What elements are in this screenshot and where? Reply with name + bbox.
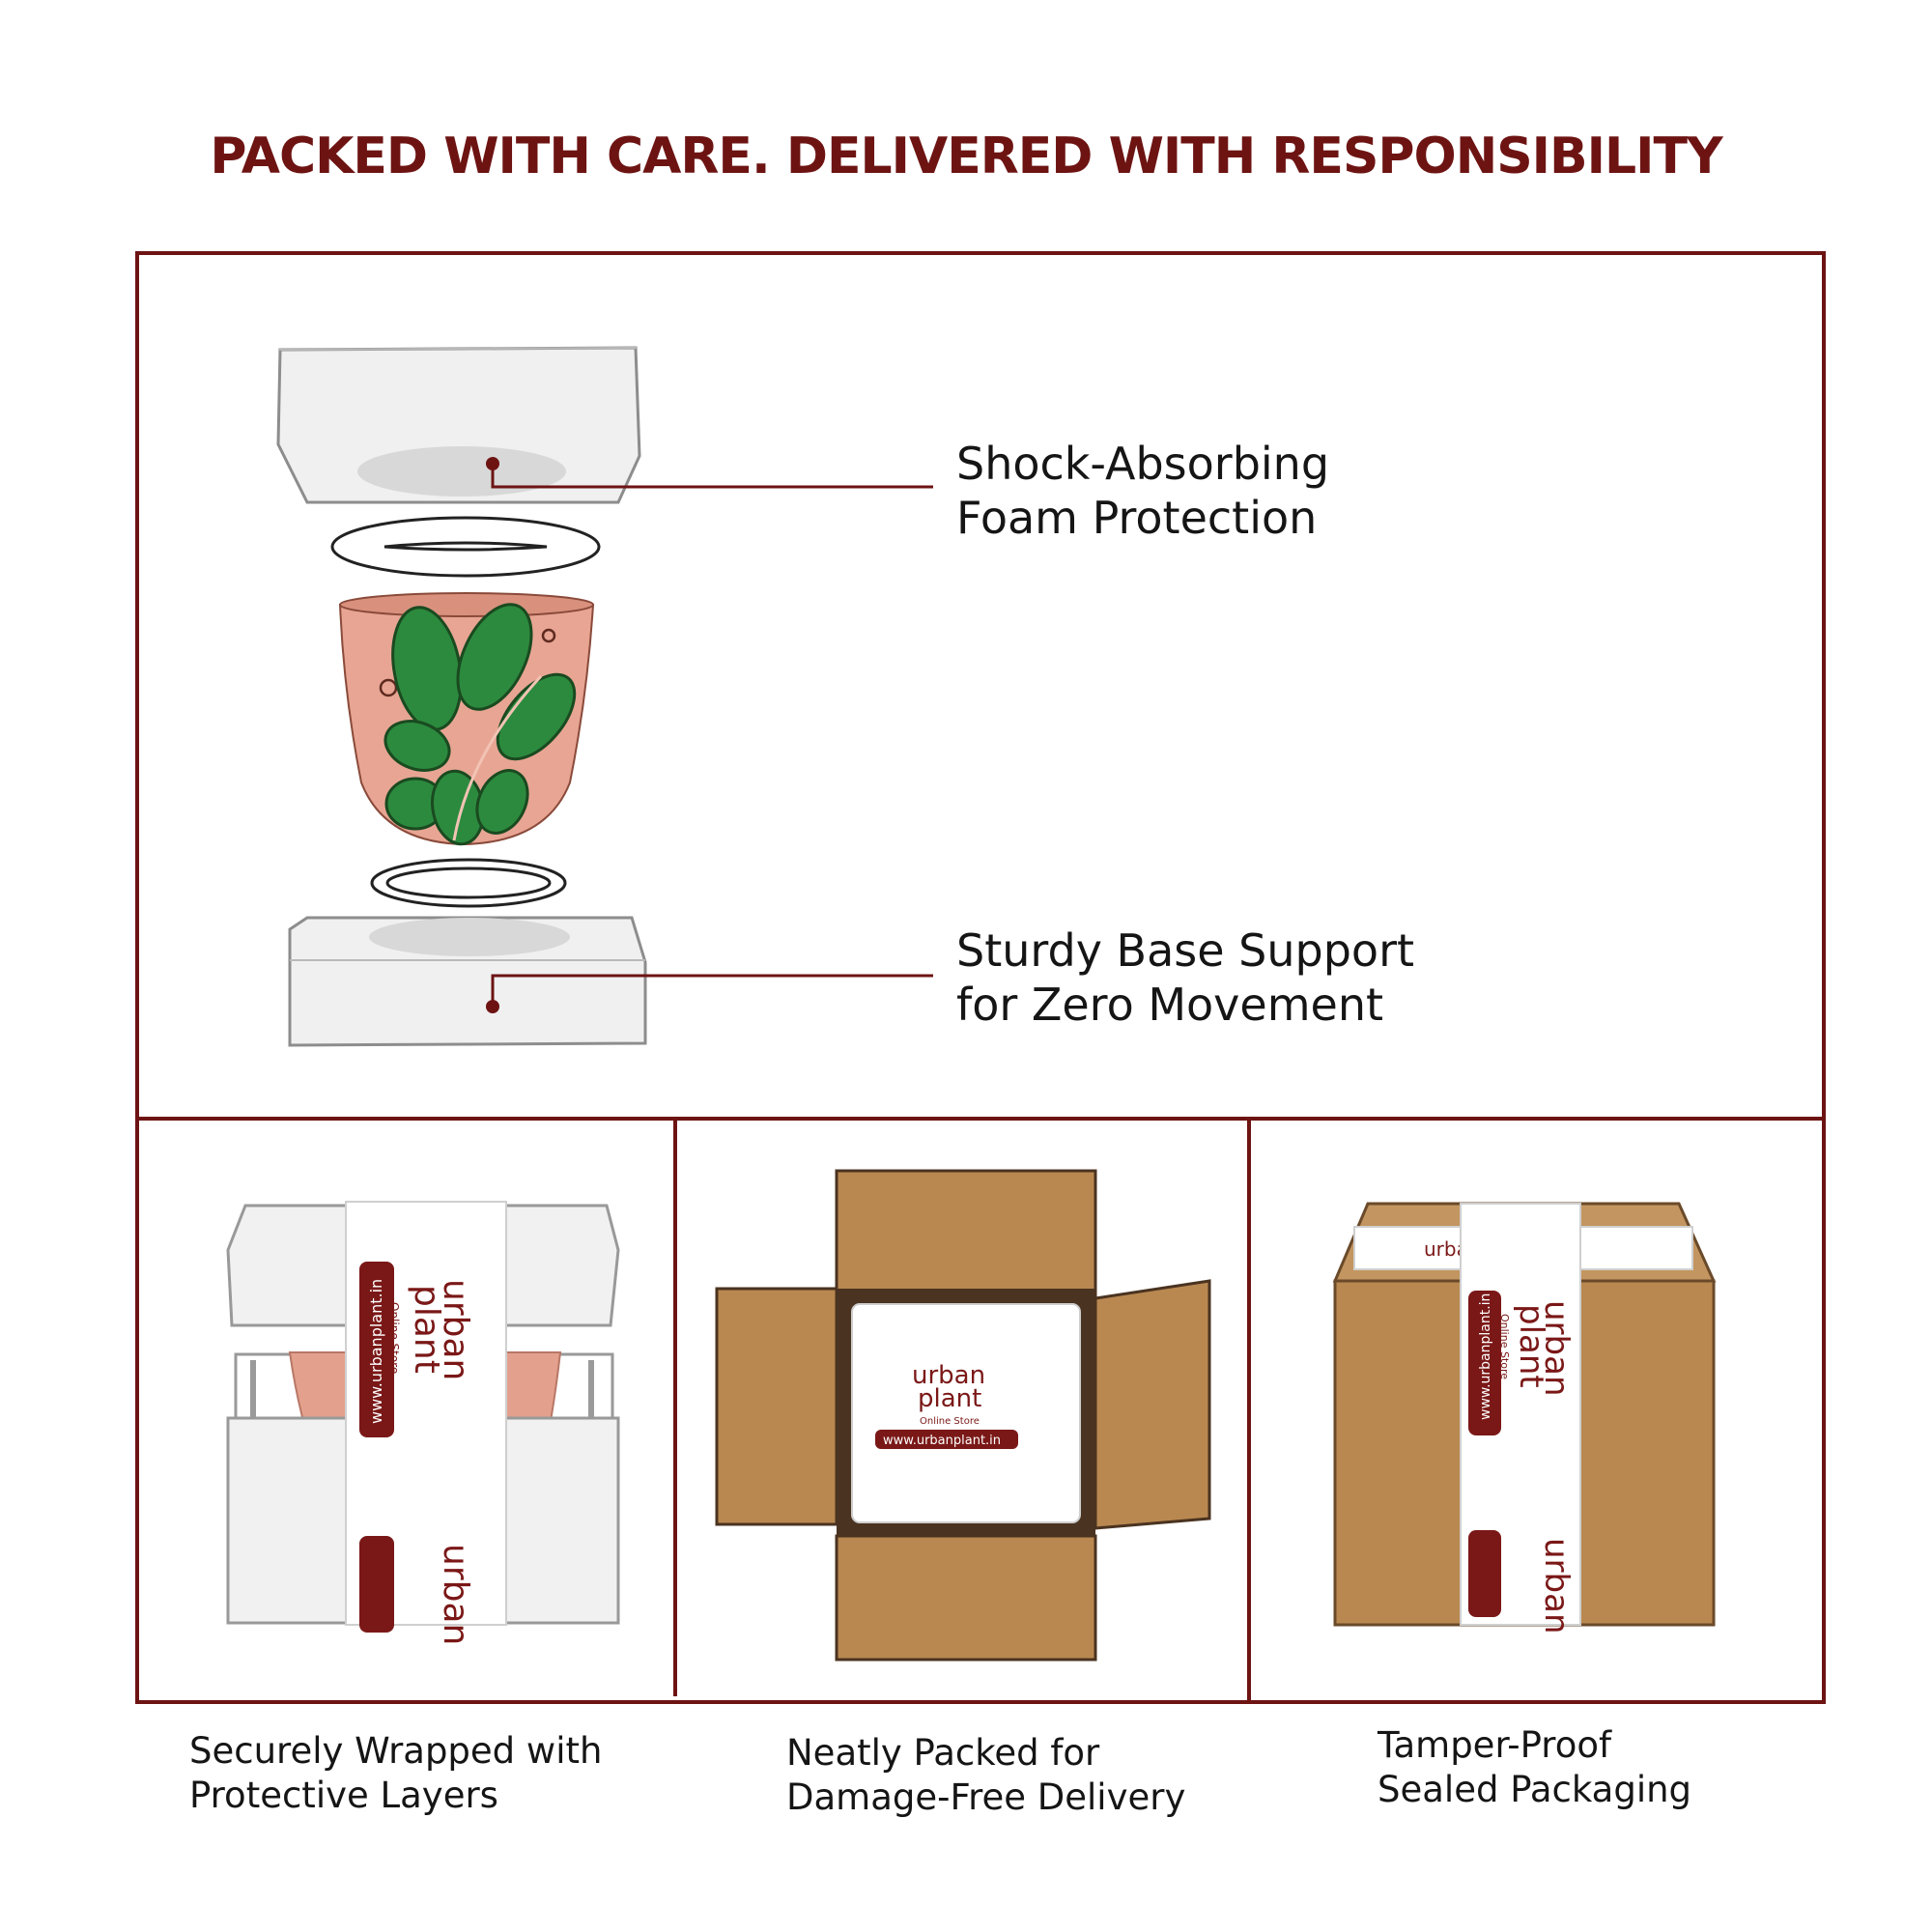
box-brand-line2: plant xyxy=(918,1384,981,1413)
top-foam-block xyxy=(276,346,641,504)
panel-divider-2 xyxy=(1247,1117,1251,1704)
box-brand-line1: urban xyxy=(912,1361,985,1390)
sealed-tagline: Online Store xyxy=(1498,1314,1511,1379)
box-tagline: Online Store xyxy=(920,1416,980,1427)
sealed-brand-line1: urban xyxy=(1537,1300,1576,1397)
bottom-ring xyxy=(370,858,567,908)
wrap-url-text: www.urbanplant.in xyxy=(367,1279,385,1424)
foam-callout-line xyxy=(486,457,933,489)
base-foam-block xyxy=(288,916,647,1047)
base-support-label: Sturdy Base Support for Zero Movement xyxy=(956,924,1415,1031)
panel-caption-packed: Neatly Packed for Damage-Free Delivery xyxy=(786,1732,1186,1818)
panels-frame xyxy=(135,1117,1826,1704)
page-title: PACKED WITH CARE. DELIVERED WITH RESPONS… xyxy=(210,128,1722,185)
panel-caption-sealed: Tamper-Proof Sealed Packaging xyxy=(1378,1724,1692,1810)
sealed-brand-line2: plant xyxy=(1512,1304,1550,1388)
sealed-url-text: www.urbanplant.in xyxy=(1478,1293,1493,1420)
base-callout-line xyxy=(486,974,933,1013)
wrap-brand-line1-lower: urban xyxy=(436,1544,475,1645)
top-ring xyxy=(330,516,601,578)
sealed-brand-line1-lower: urban xyxy=(1537,1538,1576,1634)
panel-caption-wrapped: Securely Wrapped with Protective Layers xyxy=(189,1730,603,1816)
wrap-brand-line2: plant xyxy=(407,1285,446,1374)
foam-protection-label: Shock-Absorbing Foam Protection xyxy=(956,438,1330,544)
box-url-text: www.urbanplant.in xyxy=(883,1434,1001,1448)
terracotta-pot xyxy=(338,592,595,846)
wrap-tagline: Online Store xyxy=(387,1302,401,1374)
panel-divider-1 xyxy=(673,1117,677,1696)
wrap-brand-line1: urban xyxy=(436,1279,475,1380)
